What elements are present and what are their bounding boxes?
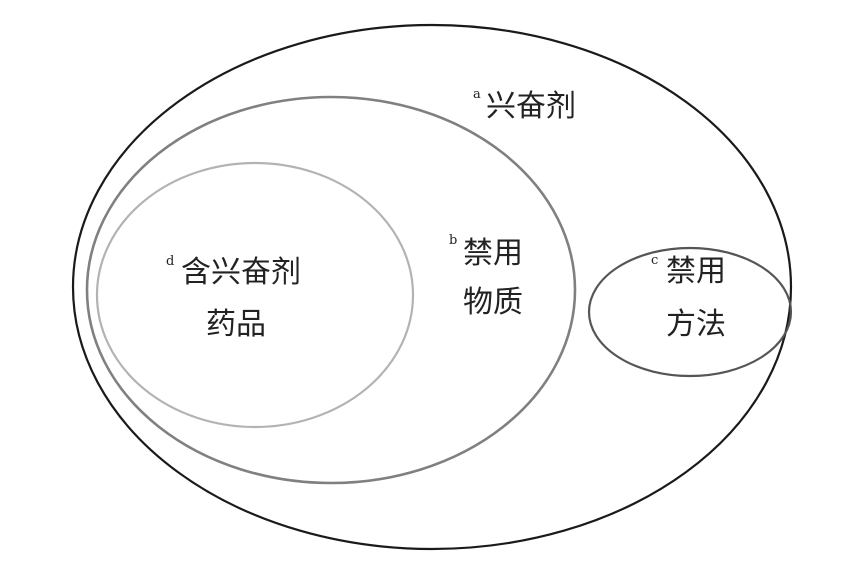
set-c-text-line1: 禁用 (666, 254, 726, 289)
set-c-text-line2: 方法 (666, 307, 726, 342)
set-b-ellipse (85, 95, 577, 485)
set-d-label: d 含兴奋剂 药品 (166, 254, 301, 342)
set-d-ellipse (95, 161, 415, 429)
set-b-label: b 禁用 物质 (449, 233, 523, 320)
set-a-ellipse (71, 23, 793, 551)
set-a-text: 兴奋剂 (486, 89, 576, 124)
set-c-marker: c (651, 253, 658, 268)
set-a-marker: a (473, 87, 481, 102)
set-d-text-line2: 药品 (206, 307, 266, 342)
set-d-marker: d (166, 254, 174, 269)
set-c-label: c 禁用 方法 (651, 253, 726, 342)
set-c-ellipse (587, 246, 793, 378)
set-d-text-line1: 含兴奋剂 (181, 255, 301, 290)
set-b-text-line2: 物质 (463, 285, 523, 320)
set-b-text-line1: 禁用 (463, 236, 523, 271)
set-b-marker: b (449, 233, 457, 248)
set-a-label: a 兴奋剂 (473, 87, 576, 124)
